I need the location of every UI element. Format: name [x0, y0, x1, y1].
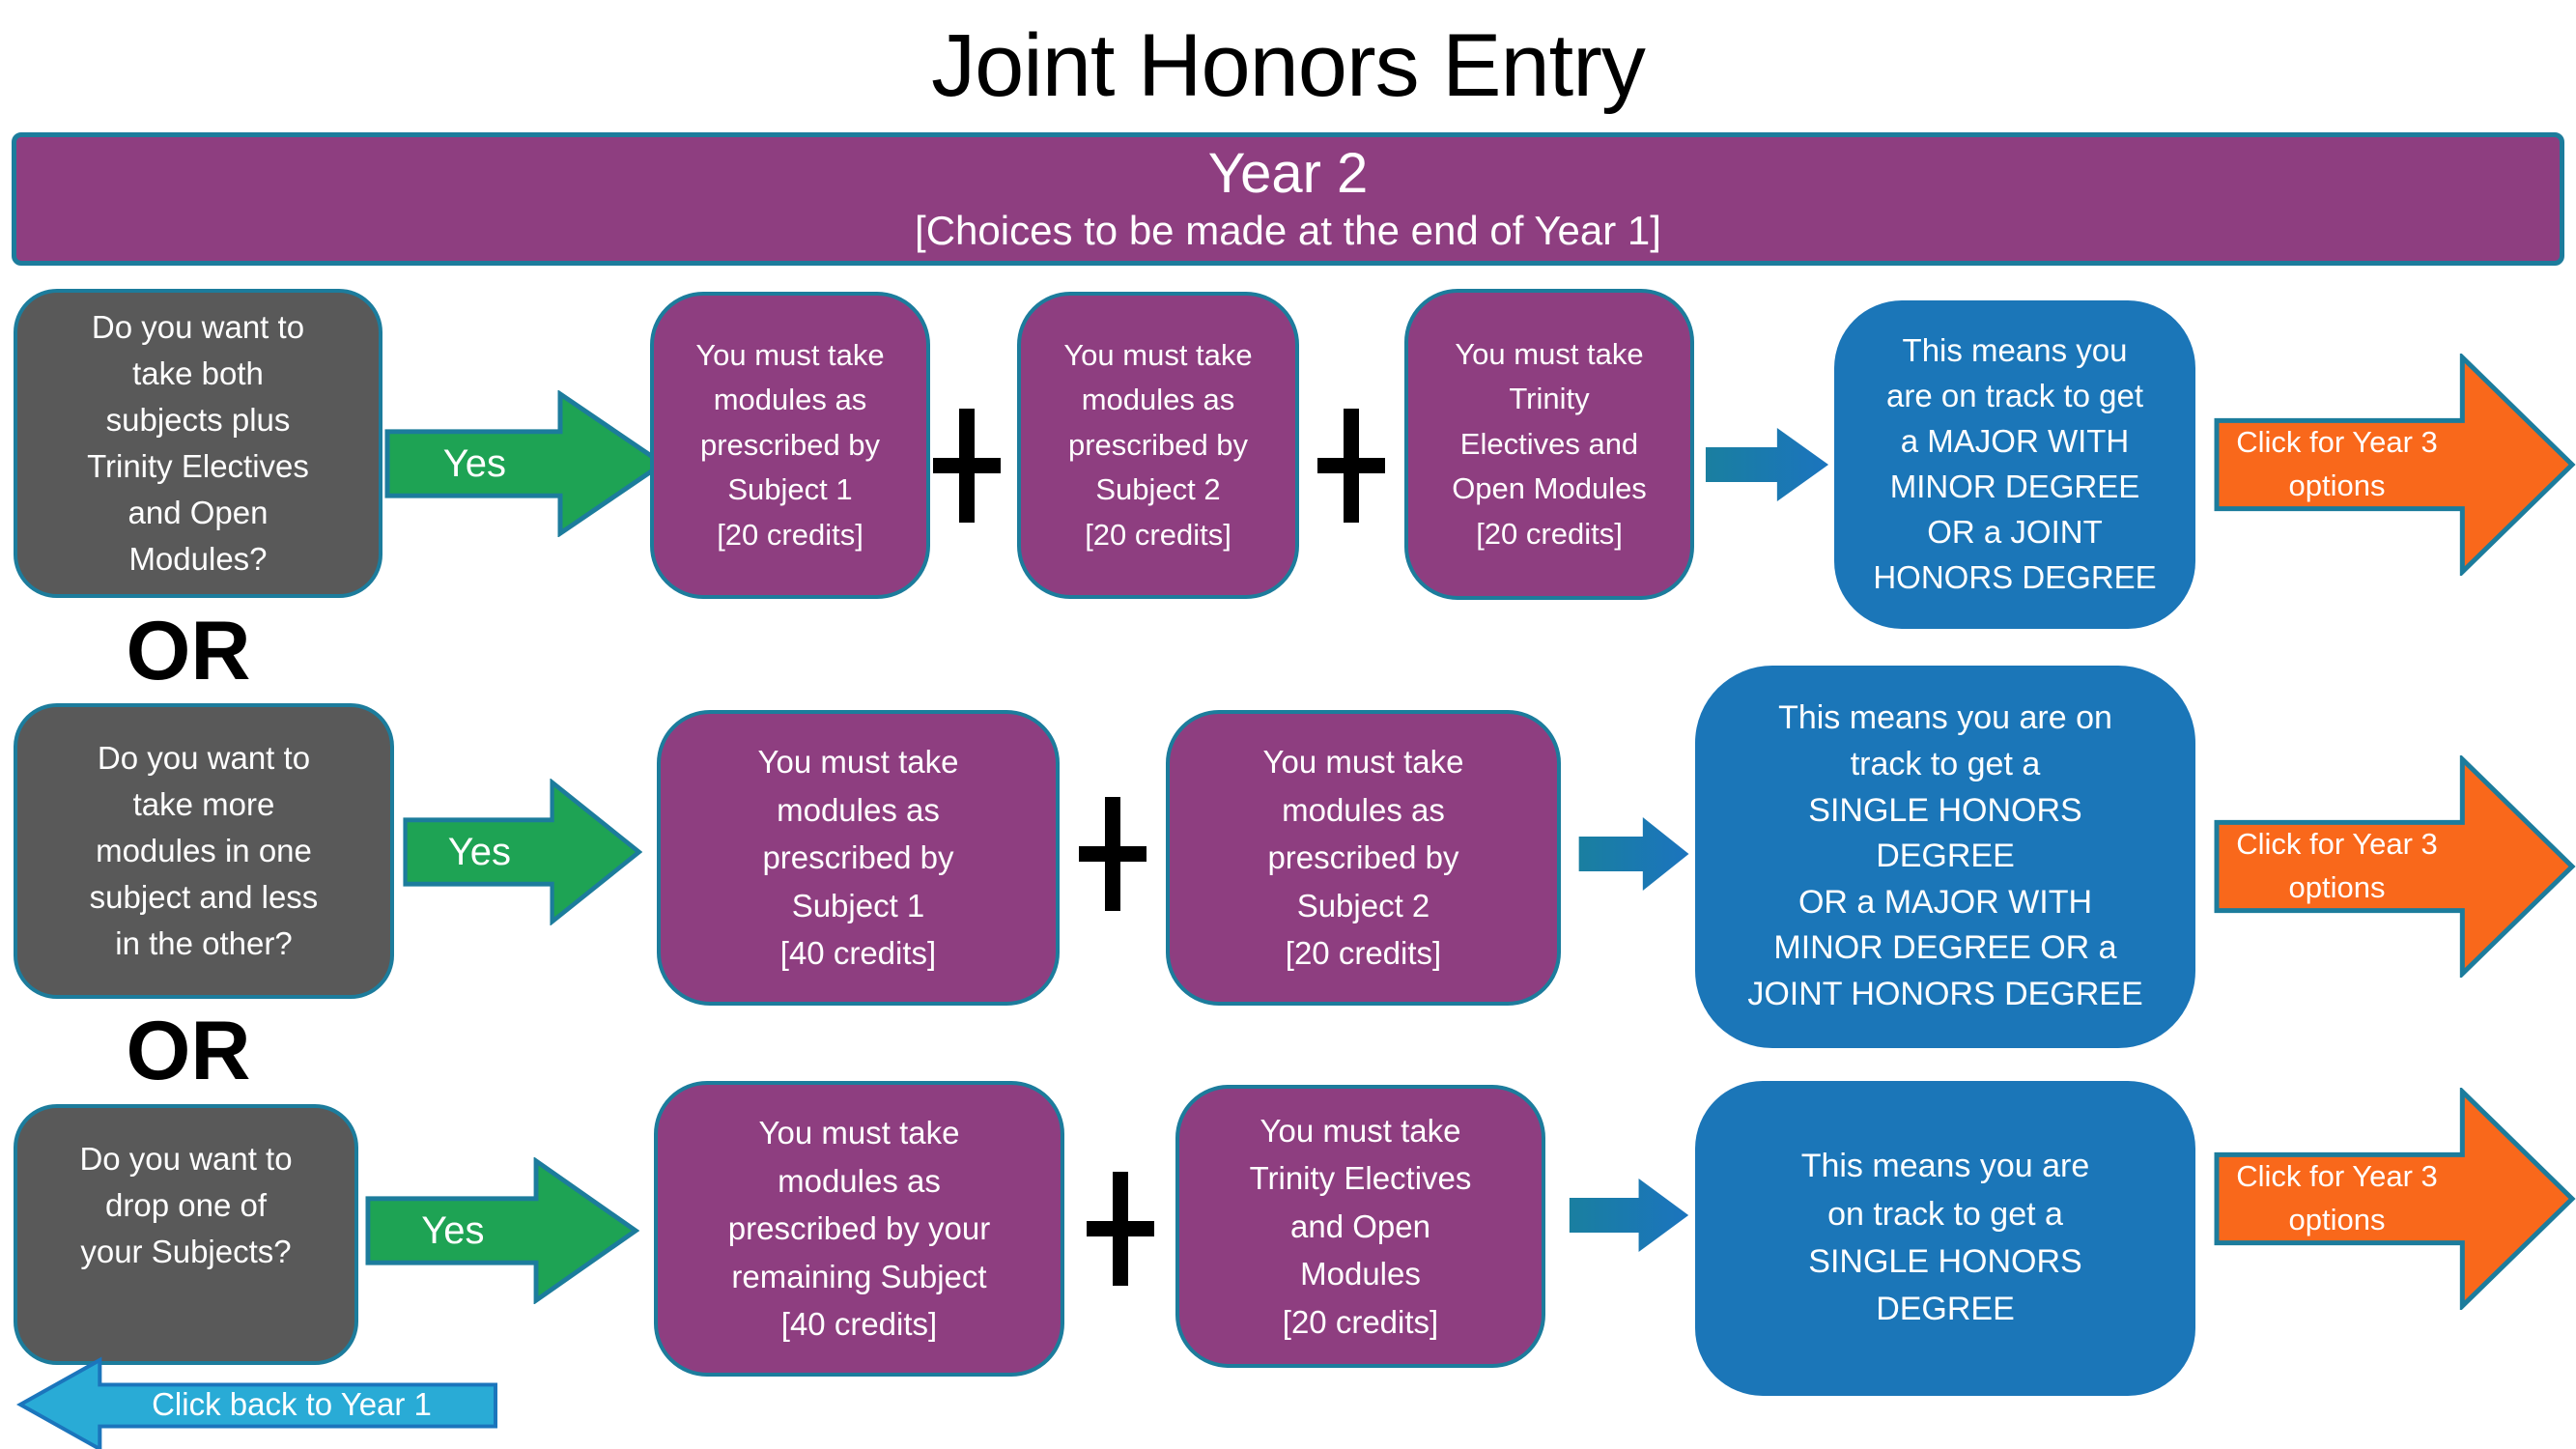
- module-box: You must take Trinity Electives and Open…: [1404, 289, 1694, 600]
- year3-cta-arrow-row3[interactable]: Click for Year 3 options: [2214, 1088, 2576, 1310]
- flow-arrow-row2: [1576, 813, 1692, 895]
- yes-arrow-row3: Yes: [365, 1157, 639, 1304]
- flow-arrow-row1: [1703, 424, 1832, 505]
- module-box: You must take modules as prescribed by S…: [1017, 292, 1299, 599]
- right-arrow-icon: [403, 779, 642, 925]
- year3-cta-arrow-row2[interactable]: Click for Year 3 options: [2214, 755, 2576, 978]
- plus-icon: [1087, 1172, 1154, 1286]
- outcome-box-row1: This means you are on track to get a MAJ…: [1834, 300, 2195, 629]
- yes-label: Yes: [442, 441, 507, 485]
- banner-title: Year 2: [1207, 142, 1369, 206]
- right-arrow-icon: [2214, 354, 2576, 576]
- module-box: You must take modules as prescribed by y…: [654, 1081, 1064, 1377]
- module-box: You must take modules as prescribed by S…: [657, 710, 1060, 1006]
- plus-icon: [1317, 409, 1385, 523]
- yes-label: Yes: [421, 1208, 485, 1252]
- yes-arrow-row1: Yes: [384, 390, 666, 537]
- yes-label: Yes: [447, 830, 511, 873]
- question-box-row2: Do you want to take more modules in one …: [14, 703, 394, 999]
- right-arrow-icon: [2214, 755, 2576, 978]
- left-arrow-icon: [16, 1356, 497, 1449]
- yes-arrow-row2: Yes: [403, 779, 642, 925]
- year-2-banner: Year 2 [Choices to be made at the end of…: [12, 132, 2564, 266]
- right-arrow-icon: [2214, 1088, 2576, 1310]
- module-box: You must take modules as prescribed by S…: [1166, 710, 1561, 1006]
- flow-arrow-row3: [1567, 1175, 1692, 1256]
- year3-cta-label: Click for Year 3 options: [2236, 827, 2438, 904]
- back-to-year1-arrow[interactable]: Click back to Year 1: [16, 1356, 499, 1449]
- outcome-box-row2: This means you are on track to get a SIN…: [1695, 666, 2195, 1048]
- back-to-year1-label: Click back to Year 1: [152, 1386, 432, 1422]
- outcome-box-row3: This means you are on track to get a SIN…: [1695, 1081, 2195, 1396]
- question-box-row3: Do you want to drop one of your Subjects…: [14, 1104, 358, 1365]
- right-arrow-icon: [384, 390, 666, 537]
- or-separator: OR: [126, 1004, 251, 1097]
- year3-cta-label: Click for Year 3 options: [2236, 1159, 2438, 1236]
- module-box: You must take Trinity Electives and Open…: [1175, 1085, 1545, 1368]
- right-arrow-icon: [1705, 428, 1829, 501]
- right-arrow-icon: [1578, 817, 1689, 891]
- banner-subtitle: [Choices to be made at the end of Year 1…: [915, 208, 1661, 254]
- module-box: You must take modules as prescribed by S…: [650, 292, 930, 599]
- year3-cta-label: Click for Year 3 options: [2236, 425, 2438, 502]
- plus-icon: [1079, 797, 1146, 911]
- or-separator: OR: [126, 604, 251, 697]
- question-box-row1: Do you want to take both subjects plus T…: [14, 289, 382, 598]
- right-arrow-icon: [1569, 1179, 1689, 1252]
- year3-cta-arrow-row1[interactable]: Click for Year 3 options: [2214, 354, 2576, 576]
- plus-icon: [933, 409, 1001, 523]
- right-arrow-icon: [365, 1157, 639, 1304]
- page-title: Joint Honors Entry: [931, 15, 1646, 115]
